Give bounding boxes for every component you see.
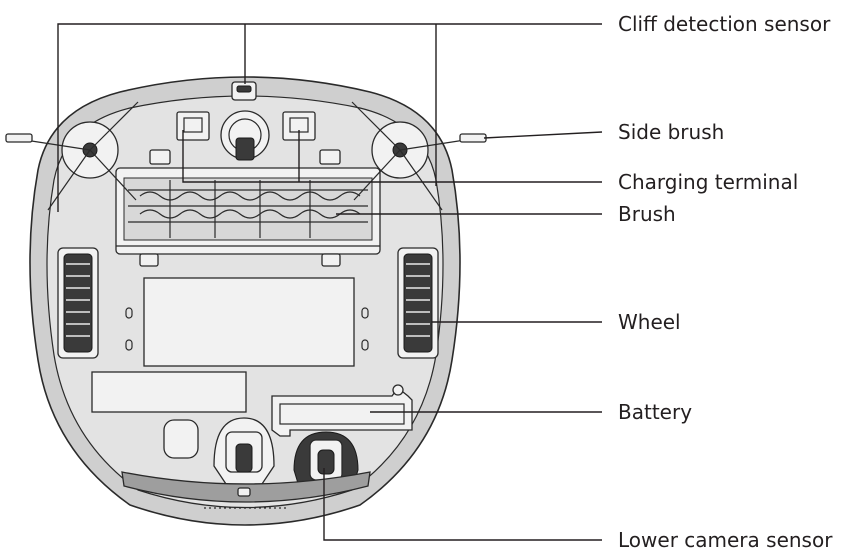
brush-bristles bbox=[128, 180, 368, 238]
brush-roller bbox=[123, 177, 373, 241]
lower-camera-sensor bbox=[293, 431, 359, 491]
cylinder-part bbox=[163, 419, 199, 459]
leader-side-brush bbox=[483, 131, 603, 139]
label-battery: Battery bbox=[618, 400, 692, 424]
wheel-left bbox=[57, 247, 99, 359]
brush-clip-left bbox=[149, 149, 171, 165]
label-side-brush: Side brush bbox=[618, 120, 724, 144]
side-brush-right bbox=[351, 101, 487, 211]
bumper-clip bbox=[237, 487, 251, 497]
side-brush-left bbox=[5, 101, 139, 211]
leader-lines bbox=[57, 23, 603, 541]
lower-left-plate bbox=[91, 371, 247, 413]
label-charging-terminal: Charging terminal bbox=[618, 170, 798, 194]
label-lower-camera-sensor: Lower camera sensor bbox=[618, 528, 833, 552]
battery-screw bbox=[392, 384, 404, 396]
panel-slots bbox=[125, 307, 369, 351]
label-brush: Brush bbox=[618, 202, 676, 226]
rear-cliff-sensor-right bbox=[321, 253, 341, 267]
brush-clip-right bbox=[319, 149, 341, 165]
front-bumper bbox=[121, 471, 371, 503]
front-caster bbox=[213, 417, 275, 485]
leader-cliff-detection-sensor bbox=[57, 23, 602, 212]
rear-cliff-sensor-left bbox=[139, 253, 159, 267]
charging-terminal-left bbox=[176, 111, 210, 141]
callout-labels: Cliff detection sensor Side brush Chargi… bbox=[618, 12, 833, 552]
center-panel bbox=[143, 277, 355, 367]
leader-charging-terminal bbox=[182, 130, 602, 183]
robot-body bbox=[5, 76, 487, 526]
leader-lower-camera-sensor bbox=[323, 468, 602, 541]
wheel-right bbox=[397, 247, 439, 359]
battery-label-area bbox=[279, 403, 405, 425]
center-sensor-core bbox=[235, 137, 255, 161]
label-wheel: Wheel bbox=[618, 310, 681, 334]
front-cliff-sensor-window bbox=[236, 85, 252, 93]
charging-terminal-left-pad bbox=[183, 117, 203, 133]
label-cliff-detection-sensor: Cliff detection sensor bbox=[618, 12, 831, 36]
